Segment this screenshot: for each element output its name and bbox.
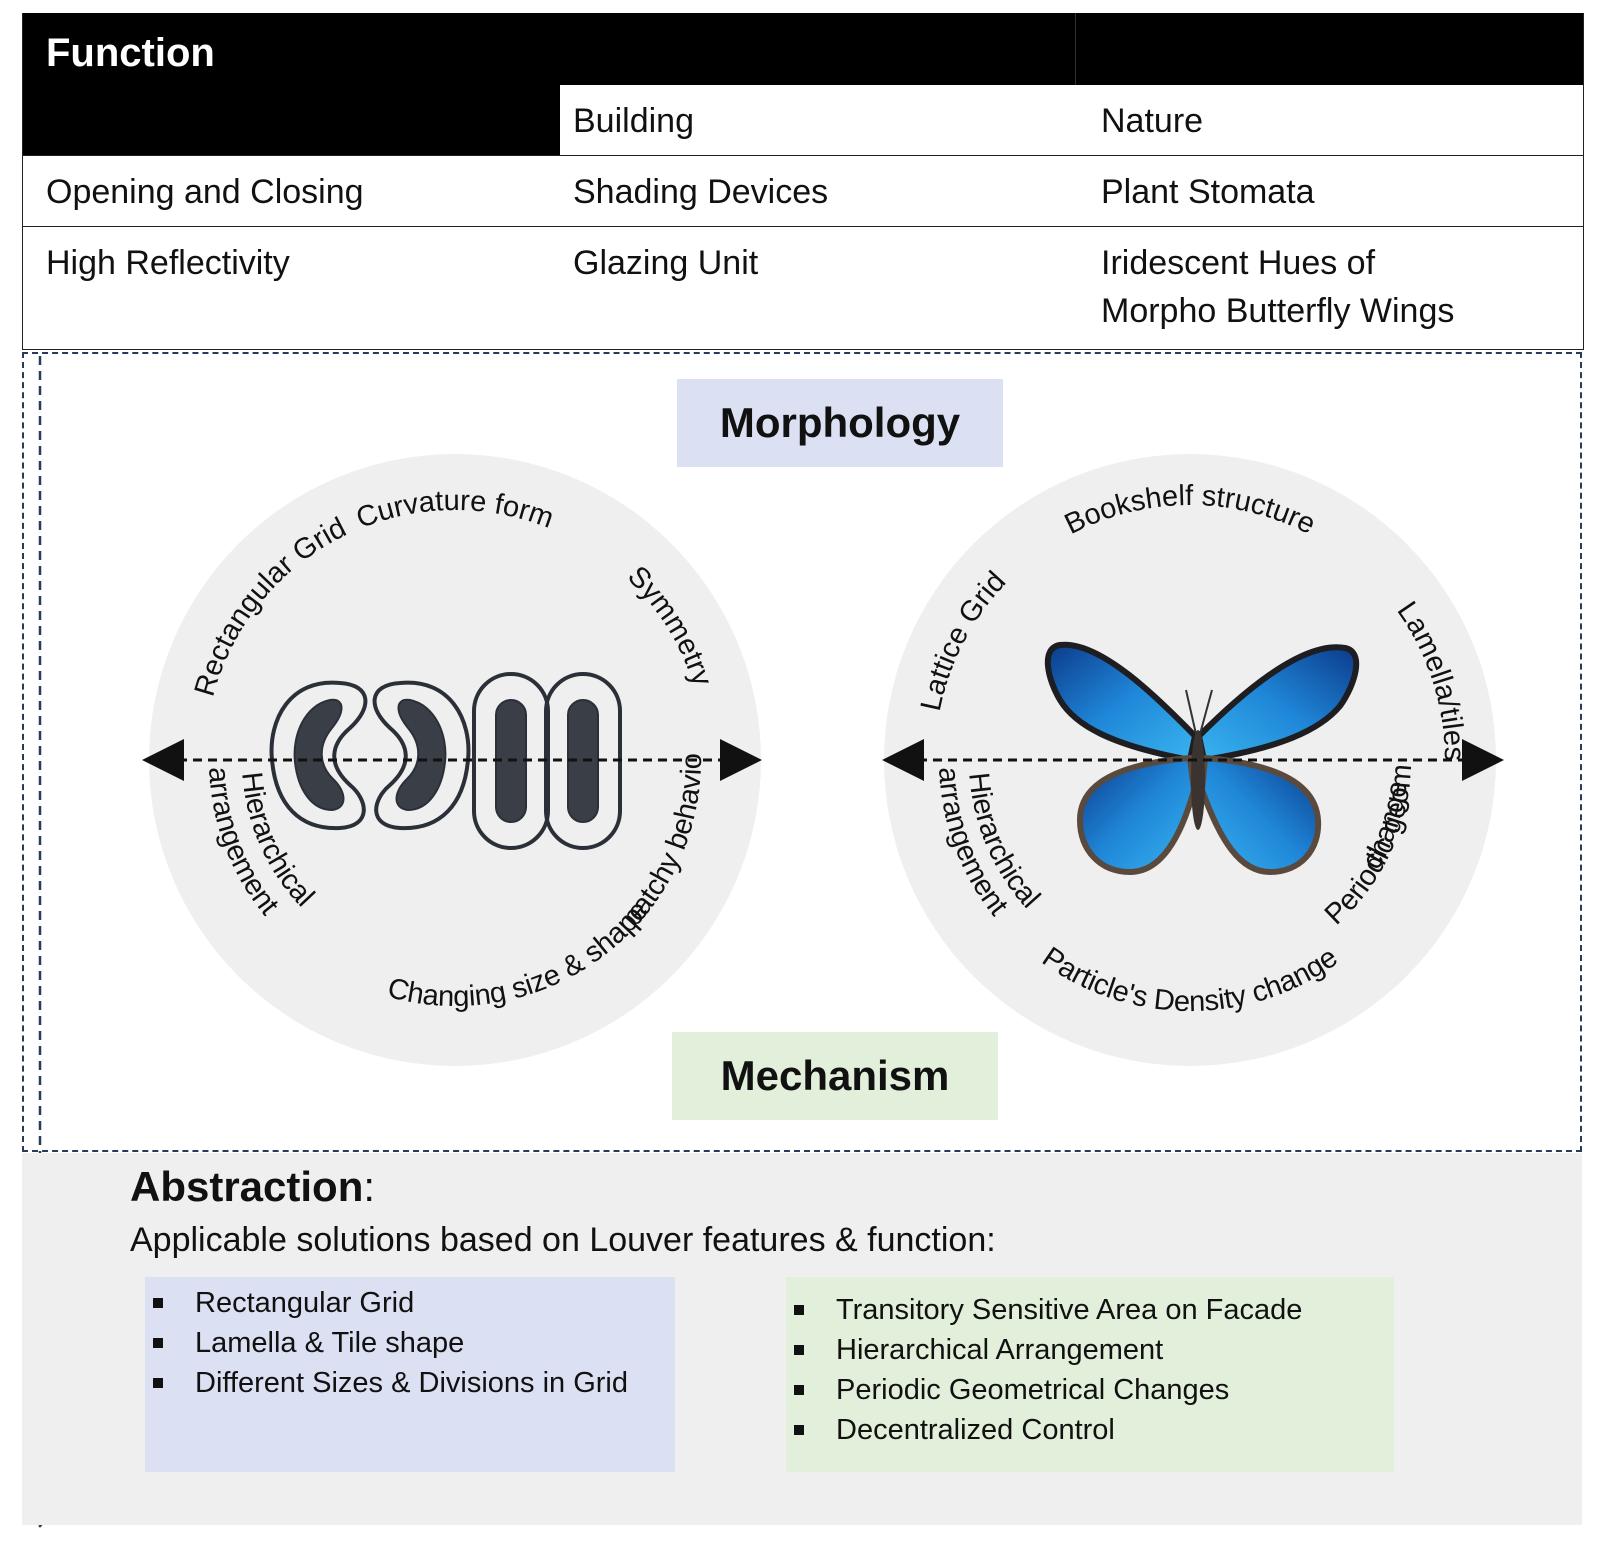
list-item: Different Sizes & Divisions in Grid — [145, 1363, 675, 1403]
row1-building: Shading Devices — [573, 173, 829, 211]
list-item: Rectangular Grid — [145, 1283, 675, 1323]
row2-nature-line1: Iridescent Hues of — [1101, 244, 1376, 282]
header-column-seam — [1075, 13, 1076, 85]
list-item: Transitory Sensitive Area on Facade — [786, 1290, 1394, 1330]
morphology-label: Morphology — [677, 379, 1003, 467]
column-header-nature: Nature — [1101, 102, 1204, 140]
abstraction-title: Abstraction: — [130, 1163, 376, 1210]
function-table: Function Building Nature Opening and Clo… — [22, 13, 1584, 351]
stomata-illustration — [269, 672, 622, 850]
table-subheader-row — [560, 85, 1584, 155]
list-item: Hierarchical Arrangement — [786, 1330, 1394, 1370]
row1-function: Opening and Closing — [46, 173, 364, 211]
table-header-band-left — [22, 85, 560, 155]
row2-function: High Reflectivity — [46, 244, 290, 282]
list-item: Lamella & Tile shape — [145, 1323, 675, 1363]
table-header-function: Function — [46, 31, 215, 75]
table-frame — [22, 13, 1584, 350]
column-header-building: Building — [573, 102, 694, 140]
table-header-band — [22, 13, 1584, 85]
abstraction-subtitle: Applicable solutions based on Louver fea… — [130, 1221, 996, 1259]
row2-nature-line2: Morpho Butterfly Wings — [1101, 292, 1455, 330]
morphology-solutions-box: Rectangular Grid Lamella & Tile shape Di… — [145, 1277, 675, 1472]
row1-nature: Plant Stomata — [1101, 173, 1315, 211]
mechanism-label: Mechanism — [672, 1032, 998, 1120]
list-item: Decentralized Control — [786, 1410, 1394, 1450]
morphology-dashed-frame — [22, 352, 1582, 1152]
row2-building: Glazing Unit — [573, 244, 759, 282]
table-divider — [22, 226, 1584, 227]
table-divider — [22, 155, 1584, 156]
list-item: Periodic Geometrical Changes — [786, 1370, 1394, 1410]
mechanism-solutions-box: Transitory Sensitive Area on Facade Hier… — [786, 1277, 1394, 1472]
